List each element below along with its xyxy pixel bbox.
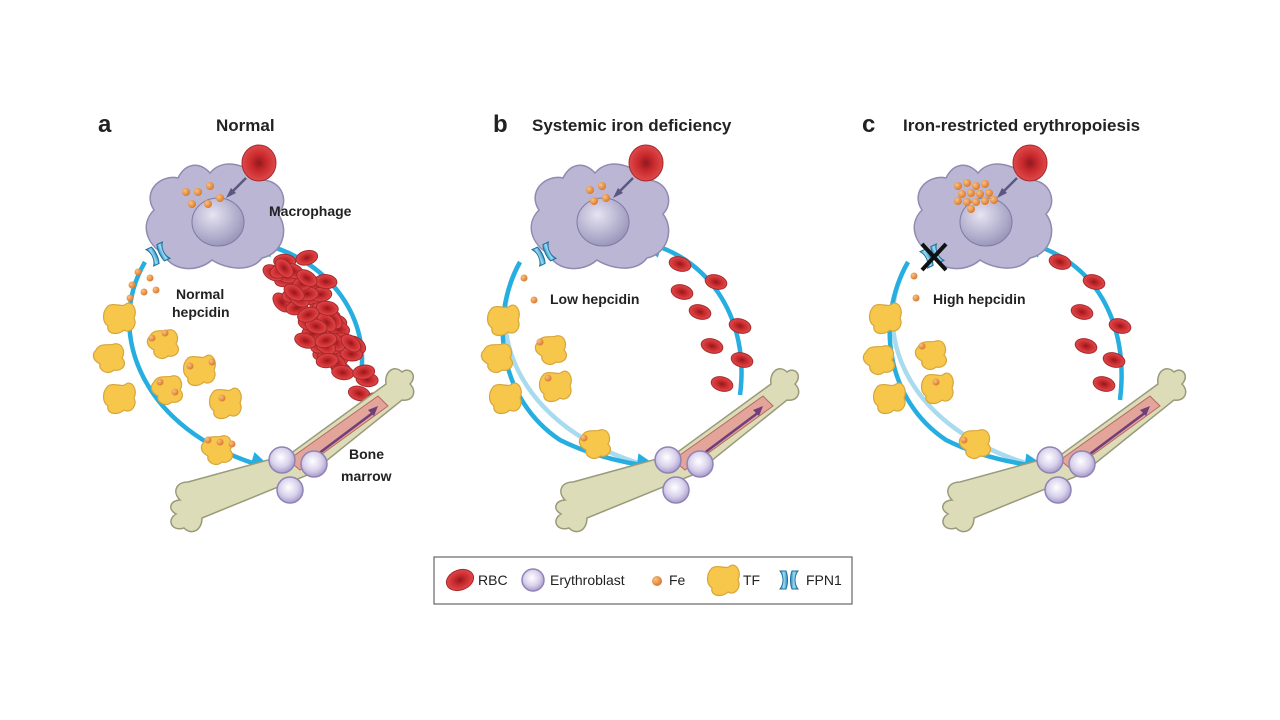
marrow-label-line1: Bone	[349, 446, 384, 462]
rbc	[1070, 304, 1094, 320]
rbc	[688, 304, 712, 320]
senescent-rbc	[241, 144, 277, 182]
macrophage-label: Macrophage	[269, 203, 352, 219]
panel-b-letter: b	[493, 111, 508, 138]
panel-c-title: Iron-restricted erythropoiesis	[903, 116, 1140, 135]
rbc	[295, 249, 319, 266]
rbc-scatter	[1048, 254, 1132, 392]
rbc-scatter	[668, 256, 754, 392]
rbc	[1048, 254, 1072, 270]
rbc	[296, 269, 318, 287]
rbc	[283, 283, 305, 302]
rbc	[728, 318, 752, 334]
tf-bound-iron	[148, 329, 236, 448]
legend-fpn1: FPN1	[779, 570, 842, 590]
panel-c-letter: c	[862, 111, 875, 138]
rbc	[710, 376, 734, 392]
panel-a: a Normal Macrophage Normal hepcidin	[92, 111, 415, 533]
rbc-mass	[262, 249, 390, 410]
rbc	[314, 332, 338, 349]
blocked-x-icon	[920, 242, 948, 272]
legend-fe-label: Fe	[669, 572, 686, 588]
senescent-rbc	[628, 144, 664, 182]
rbc	[700, 338, 724, 354]
macrophage-iron	[954, 179, 998, 213]
rbc	[730, 352, 754, 368]
rbc	[1082, 274, 1106, 290]
rbc	[315, 300, 339, 316]
rbc	[668, 256, 692, 272]
macrophage-iron	[182, 182, 224, 208]
legend-erythroblast: Erythroblast	[521, 568, 625, 592]
rbc	[1074, 338, 1098, 354]
legend: RBC Erythroblast Fe TF FPN1	[433, 556, 853, 605]
rbc-return-arrow	[1019, 235, 1124, 401]
hepcidin-label-line2: hepcidin	[172, 304, 230, 320]
panel-a-letter: a	[98, 111, 112, 138]
legend-fpn1-label: FPN1	[806, 572, 842, 588]
hepcidin-label: Low hepcidin	[550, 291, 639, 307]
marrow-label-line2: marrow	[341, 468, 392, 484]
senescent-rbc	[1012, 144, 1048, 182]
rbc	[1108, 318, 1132, 334]
rbc	[704, 274, 728, 290]
rbc	[352, 364, 376, 380]
panel-a-title: Normal	[216, 116, 275, 135]
hepcidin-label-line1: Normal	[176, 286, 224, 302]
rbc	[315, 353, 339, 369]
panel-b: b Systemic iron deficiency Low hepcidin	[480, 111, 800, 533]
rbc	[297, 306, 320, 323]
rbc-return-arrow	[639, 236, 744, 396]
rbc	[274, 258, 294, 279]
legend-fe: Fe	[652, 572, 686, 588]
rbc-return-arrow	[251, 235, 365, 381]
rbc	[1092, 376, 1116, 392]
legend-erythroblast-label: Erythroblast	[550, 572, 625, 588]
rbc	[340, 333, 362, 353]
macrophage-iron	[586, 182, 610, 205]
rbc	[670, 284, 694, 300]
panel-c: c Iron-restricted erythropoiesis High he…	[862, 111, 1187, 533]
legend-rbc-label: RBC	[478, 572, 508, 588]
panel-b-title: Systemic iron deficiency	[532, 116, 732, 135]
hepcidin-label: High hepcidin	[933, 291, 1026, 307]
rbc	[1102, 352, 1126, 368]
rbc	[304, 318, 328, 335]
released-iron	[126, 268, 160, 302]
legend-tf-label: TF	[743, 572, 760, 588]
legend-tf: TF	[706, 564, 760, 597]
legend-rbc: RBC	[445, 568, 508, 592]
